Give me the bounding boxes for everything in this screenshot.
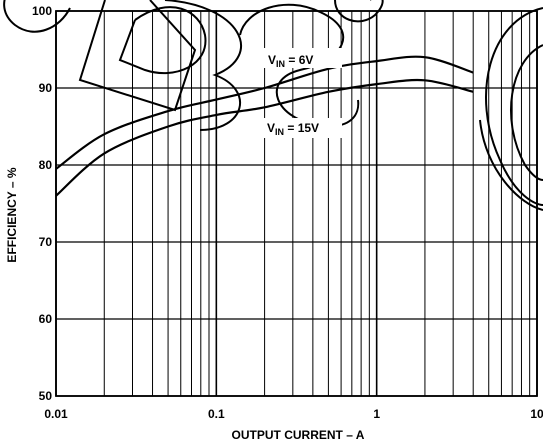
- y-tick-label: 60: [39, 312, 53, 326]
- minor-gridlines: [103, 11, 531, 396]
- y-tick-label: 50: [39, 389, 53, 403]
- y-tick-label: 80: [39, 158, 53, 172]
- series-label-vin-15v: VIN = 15V: [267, 121, 319, 137]
- y-tick-label: 100: [32, 4, 52, 18]
- series-line-1: [55, 78, 474, 197]
- x-tick-label: 0.01: [44, 407, 68, 421]
- y-tick-label: 90: [39, 81, 53, 95]
- x-tick-labels: 0.01 0.1 1 10: [44, 407, 543, 421]
- y-tick-label: 70: [39, 235, 53, 249]
- y-tick-labels: 50 60 70 80 90 100: [32, 4, 52, 403]
- x-tick-label: 0.1: [208, 407, 225, 421]
- x-axis-title: OUTPUT CURRENT – A: [232, 428, 365, 442]
- x-tick-label: 10: [530, 407, 543, 421]
- series-label-vin-6v: VIN = 6V: [268, 53, 313, 69]
- series-lines: [55, 55, 474, 197]
- series-line-0: [55, 55, 474, 170]
- y-axis-title: EFFICIENCY – %: [5, 167, 19, 262]
- x-tick-label: 1: [373, 407, 380, 421]
